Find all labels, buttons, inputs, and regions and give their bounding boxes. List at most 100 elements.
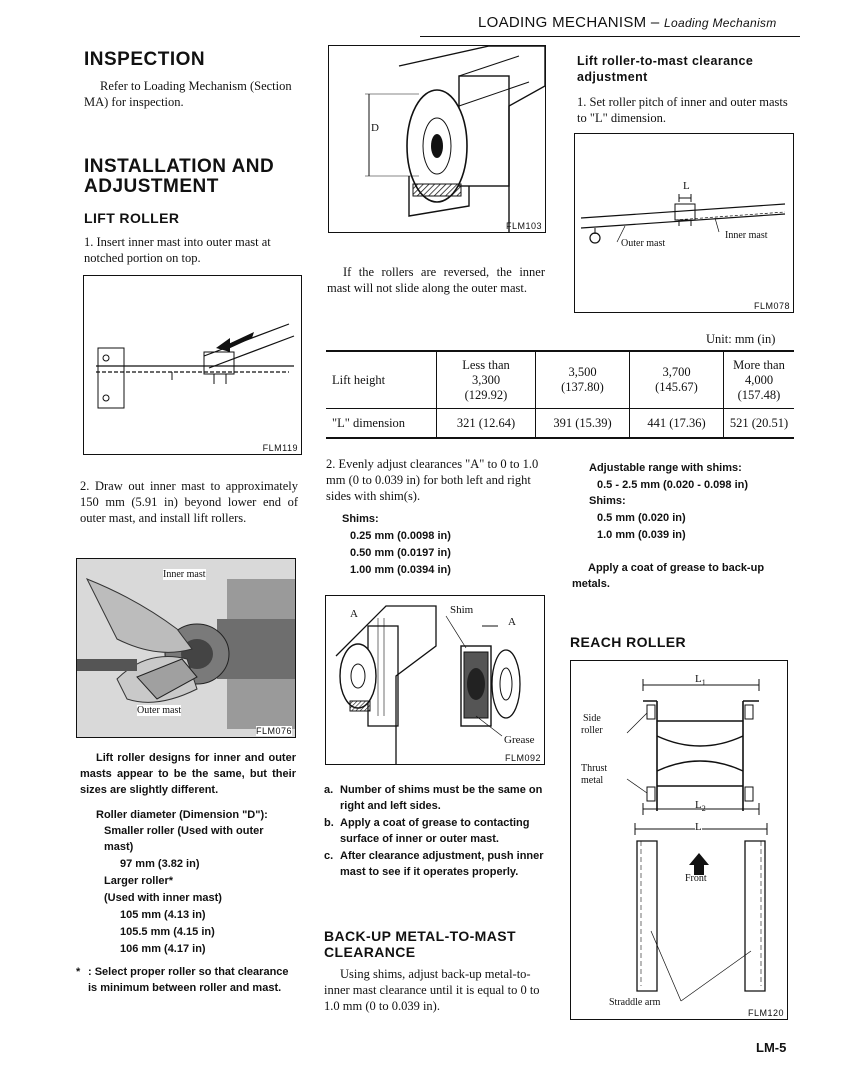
table-row: "L" dimension 321 (12.64) 391 (15.39) 44…: [326, 408, 794, 439]
l1-letter: L: [695, 673, 702, 685]
backup-metal-heading-line1: BACK-UP METAL-TO-MAST: [324, 928, 516, 944]
outer-mast-label: Outer mast: [621, 238, 666, 249]
cell-line: 3,700: [662, 365, 691, 379]
mast-insertion-drawing: [96, 323, 295, 409]
reach-roller-heading: REACH ROLLER: [570, 634, 687, 650]
inner-mast-label: Inner mast: [163, 569, 206, 580]
figure-label: FLM103: [505, 221, 542, 231]
table-row-header: "L" dimension: [326, 408, 437, 439]
cell-line: (129.92): [464, 387, 508, 402]
adjustable-range-value: 0.5 - 2.5 mm (0.020 - 0.098 in): [597, 479, 749, 491]
lift-roller-heading: LIFT ROLLER: [84, 210, 180, 226]
reversed-rollers-text: If the rollers are reversed, the inner m…: [327, 265, 545, 295]
figure-flm078: L Outer mast Inner mast FLM078: [574, 133, 794, 313]
roller-pitch-step1: 1. Set roller pitch of inner and outer m…: [577, 95, 788, 125]
larger-roller-value-2: 105.5 mm (4.15 in): [120, 926, 215, 938]
shim-clearance-drawing: [335, 605, 521, 764]
reach-roller-drawing: [626, 679, 768, 1002]
installation-heading-line1: INSTALLATION AND: [84, 156, 275, 177]
figure-flm119: FLM119: [83, 275, 302, 455]
footnote-text: : Select proper roller so that clearance…: [88, 966, 289, 994]
smaller-roller-line1: Smaller roller (Used with outer: [104, 825, 264, 837]
figure-flm120: L1 Side roller Thrust metal L2 L Front S…: [570, 660, 788, 1020]
roller-install-photo: [77, 559, 295, 737]
figure-flm103: D FLM103: [328, 45, 546, 233]
table-cell: 3,700 (145.67): [629, 350, 724, 409]
shim-size-3: 1.00 mm (0.0394 in): [350, 564, 451, 576]
running-header: LOADING MECHANISM – Loading Mechanism: [478, 14, 777, 31]
figure-label: FLM119: [262, 443, 298, 453]
backup-metal-heading-line2: CLEARANCE: [324, 944, 416, 960]
lift-roller-clearance-heading-line2: adjustment: [577, 70, 648, 84]
clearance-step2: 2. Evenly adjust clearances "A" to 0 to …: [326, 457, 539, 503]
thrust-metal-label-2: metal: [581, 775, 604, 786]
table-cell: 521 (20.51): [723, 408, 794, 439]
clearance-a-right-label: A: [508, 616, 516, 628]
installation-heading-line2: ADJUSTMENT: [84, 176, 219, 197]
cell-line: 3,300: [471, 372, 501, 387]
table-cell: Less than 3,300 (129.92): [436, 350, 536, 409]
table-row-header: Lift height: [326, 350, 437, 409]
note-mark-a: a.: [324, 784, 334, 796]
larger-roller: Larger roller*: [104, 875, 174, 887]
smaller-roller-value: 97 mm (3.82 in): [120, 858, 200, 870]
figure-flm092: A Shim A Grease FLM092: [325, 595, 545, 765]
header-rule: [420, 36, 800, 37]
cell-line: More than: [733, 357, 785, 372]
clearance-a-left-label: A: [350, 608, 358, 620]
backup-metal-text: Using shims, adjust back-up metal-to-inn…: [324, 967, 540, 1013]
note-text-b: Apply a coat of grease to contacting sur…: [340, 817, 530, 845]
dimension-l-label: L: [695, 821, 702, 833]
straddle-arm-label: Straddle arm: [609, 997, 661, 1008]
header-section: LOADING MECHANISM: [478, 14, 647, 31]
outer-mast-label: Outer mast: [137, 705, 182, 716]
inspection-heading: INSPECTION: [84, 49, 206, 70]
smaller-roller-line2: mast): [104, 841, 134, 853]
larger-roller-value-1: 105 mm (4.13 in): [120, 909, 206, 921]
front-label: Front: [685, 873, 707, 884]
table-cell: More than 4,000 (157.48): [723, 350, 794, 409]
lift-roller-clearance-heading-line1: Lift roller-to-mast clearance: [577, 54, 754, 68]
figure-label: FLM076: [255, 726, 292, 736]
inspection-text: Refer to Loading Mechanism (Section MA) …: [84, 79, 292, 109]
figure-label: FLM092: [504, 753, 541, 763]
table-row: Lift height Less than 3,300 (129.92) 3,5…: [326, 350, 794, 409]
dimension-d-label: D: [371, 122, 379, 134]
right-shim-size-2: 1.0 mm (0.039 in): [597, 529, 686, 541]
figure-label: FLM120: [747, 1008, 784, 1018]
grease-backup-note: Apply a coat of grease to back-up metals…: [572, 562, 765, 590]
table-cell: 441 (17.36): [629, 408, 724, 439]
note-text-a: Number of shims must be the same on righ…: [340, 784, 543, 812]
figure-label: FLM078: [753, 301, 790, 311]
cell-line: 3,500: [568, 365, 597, 379]
note-mark-b: b.: [324, 817, 334, 829]
grease-label: Grease: [504, 734, 535, 746]
cell-line: Less than: [462, 357, 510, 372]
adjustable-range-title: Adjustable range with shims:: [589, 462, 742, 474]
shim-size-1: 0.25 mm (0.0098 in): [350, 530, 451, 542]
roller-mast-drawing: [365, 45, 546, 232]
l1-subscript: 1: [701, 678, 706, 688]
roller-diameter-title: Roller diameter (Dimension "D"):: [96, 809, 268, 821]
l-dimension-table: Lift height Less than 3,300 (129.92) 3,5…: [326, 350, 794, 439]
side-roller-label-2: roller: [581, 725, 603, 736]
note-text-c: After clearance adjustment, push inner m…: [340, 850, 544, 878]
roller-pitch-drawing: [580, 194, 786, 244]
inner-mast-label: Inner mast: [725, 230, 768, 241]
right-shim-size-1: 0.5 mm (0.020 in): [597, 512, 686, 524]
right-shims-title: Shims:: [589, 495, 626, 507]
l2-letter: L: [695, 799, 702, 811]
header-subsection: Loading Mechanism: [664, 16, 777, 30]
lift-roller-note: Lift roller designs for inner and outer …: [80, 752, 296, 796]
lift-roller-step1: 1. Insert inner mast into outer mast at …: [84, 235, 271, 265]
shim-label: Shim: [450, 604, 474, 616]
table-cell: 3,500 (137.80): [535, 350, 630, 409]
larger-roller-value-3: 106 mm (4.17 in): [120, 943, 206, 955]
dimension-l2-label: L2: [695, 799, 706, 813]
cell-line: (145.67): [655, 380, 698, 394]
table-cell: 321 (12.64): [436, 408, 536, 439]
side-roller-label-1: Side: [583, 713, 601, 724]
note-mark-c: c.: [324, 850, 334, 862]
dimension-l1-label: L1: [695, 673, 706, 687]
shims-title: Shims:: [342, 513, 379, 525]
